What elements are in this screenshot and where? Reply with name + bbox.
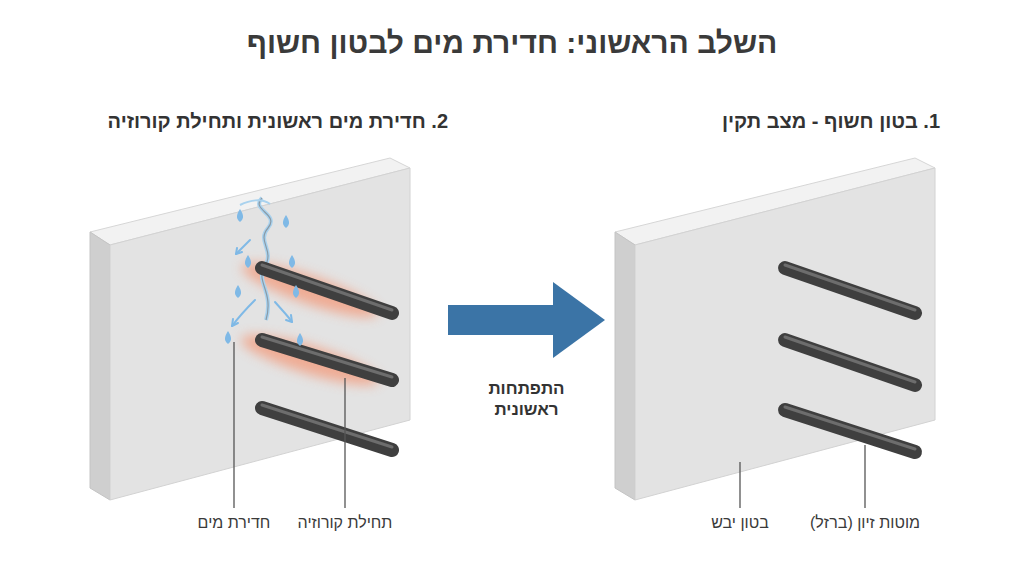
water-drop (237, 209, 243, 222)
concrete-block (90, 158, 410, 500)
panel-heading: 1. בטון חשוף - מצב תקין (605, 110, 940, 133)
concrete-block (615, 158, 935, 500)
callout-label: תחילת קורוזיה (296, 514, 395, 532)
arrow-label: התפתחות ראשונית (472, 378, 582, 421)
arrow-head (553, 282, 605, 358)
callout-label: בטון יבש (709, 514, 771, 532)
water-drop (235, 285, 241, 298)
water-drop (225, 331, 231, 344)
water-drops (225, 209, 303, 346)
rebar (262, 265, 392, 450)
rebar (785, 265, 915, 452)
callout-label: חדירת מים (196, 514, 273, 532)
water-drop (245, 255, 251, 268)
callout-label: מוטות זיון (ברזל) (808, 514, 922, 532)
arrow-shaft (448, 305, 553, 335)
water-flow-arrows (232, 240, 292, 326)
water-drop (283, 215, 289, 228)
diagram-title: השלב הראשוני: חדירת מים לבטון חשוף (247, 26, 778, 60)
panel-heading: 2. חדירת מים ראשונית ותחילת קורוזיה (88, 110, 448, 133)
water-drop (297, 333, 303, 346)
panel: 1. בטון חשוף - מצב תקין (605, 110, 940, 505)
water-crack (240, 198, 271, 320)
panel: 2. חדירת מים ראשונית ותחילת קורוזיה (88, 110, 448, 505)
water-drop (289, 255, 295, 268)
block-arrow (448, 282, 605, 358)
water-drop (293, 285, 299, 298)
leader-line (234, 342, 865, 508)
